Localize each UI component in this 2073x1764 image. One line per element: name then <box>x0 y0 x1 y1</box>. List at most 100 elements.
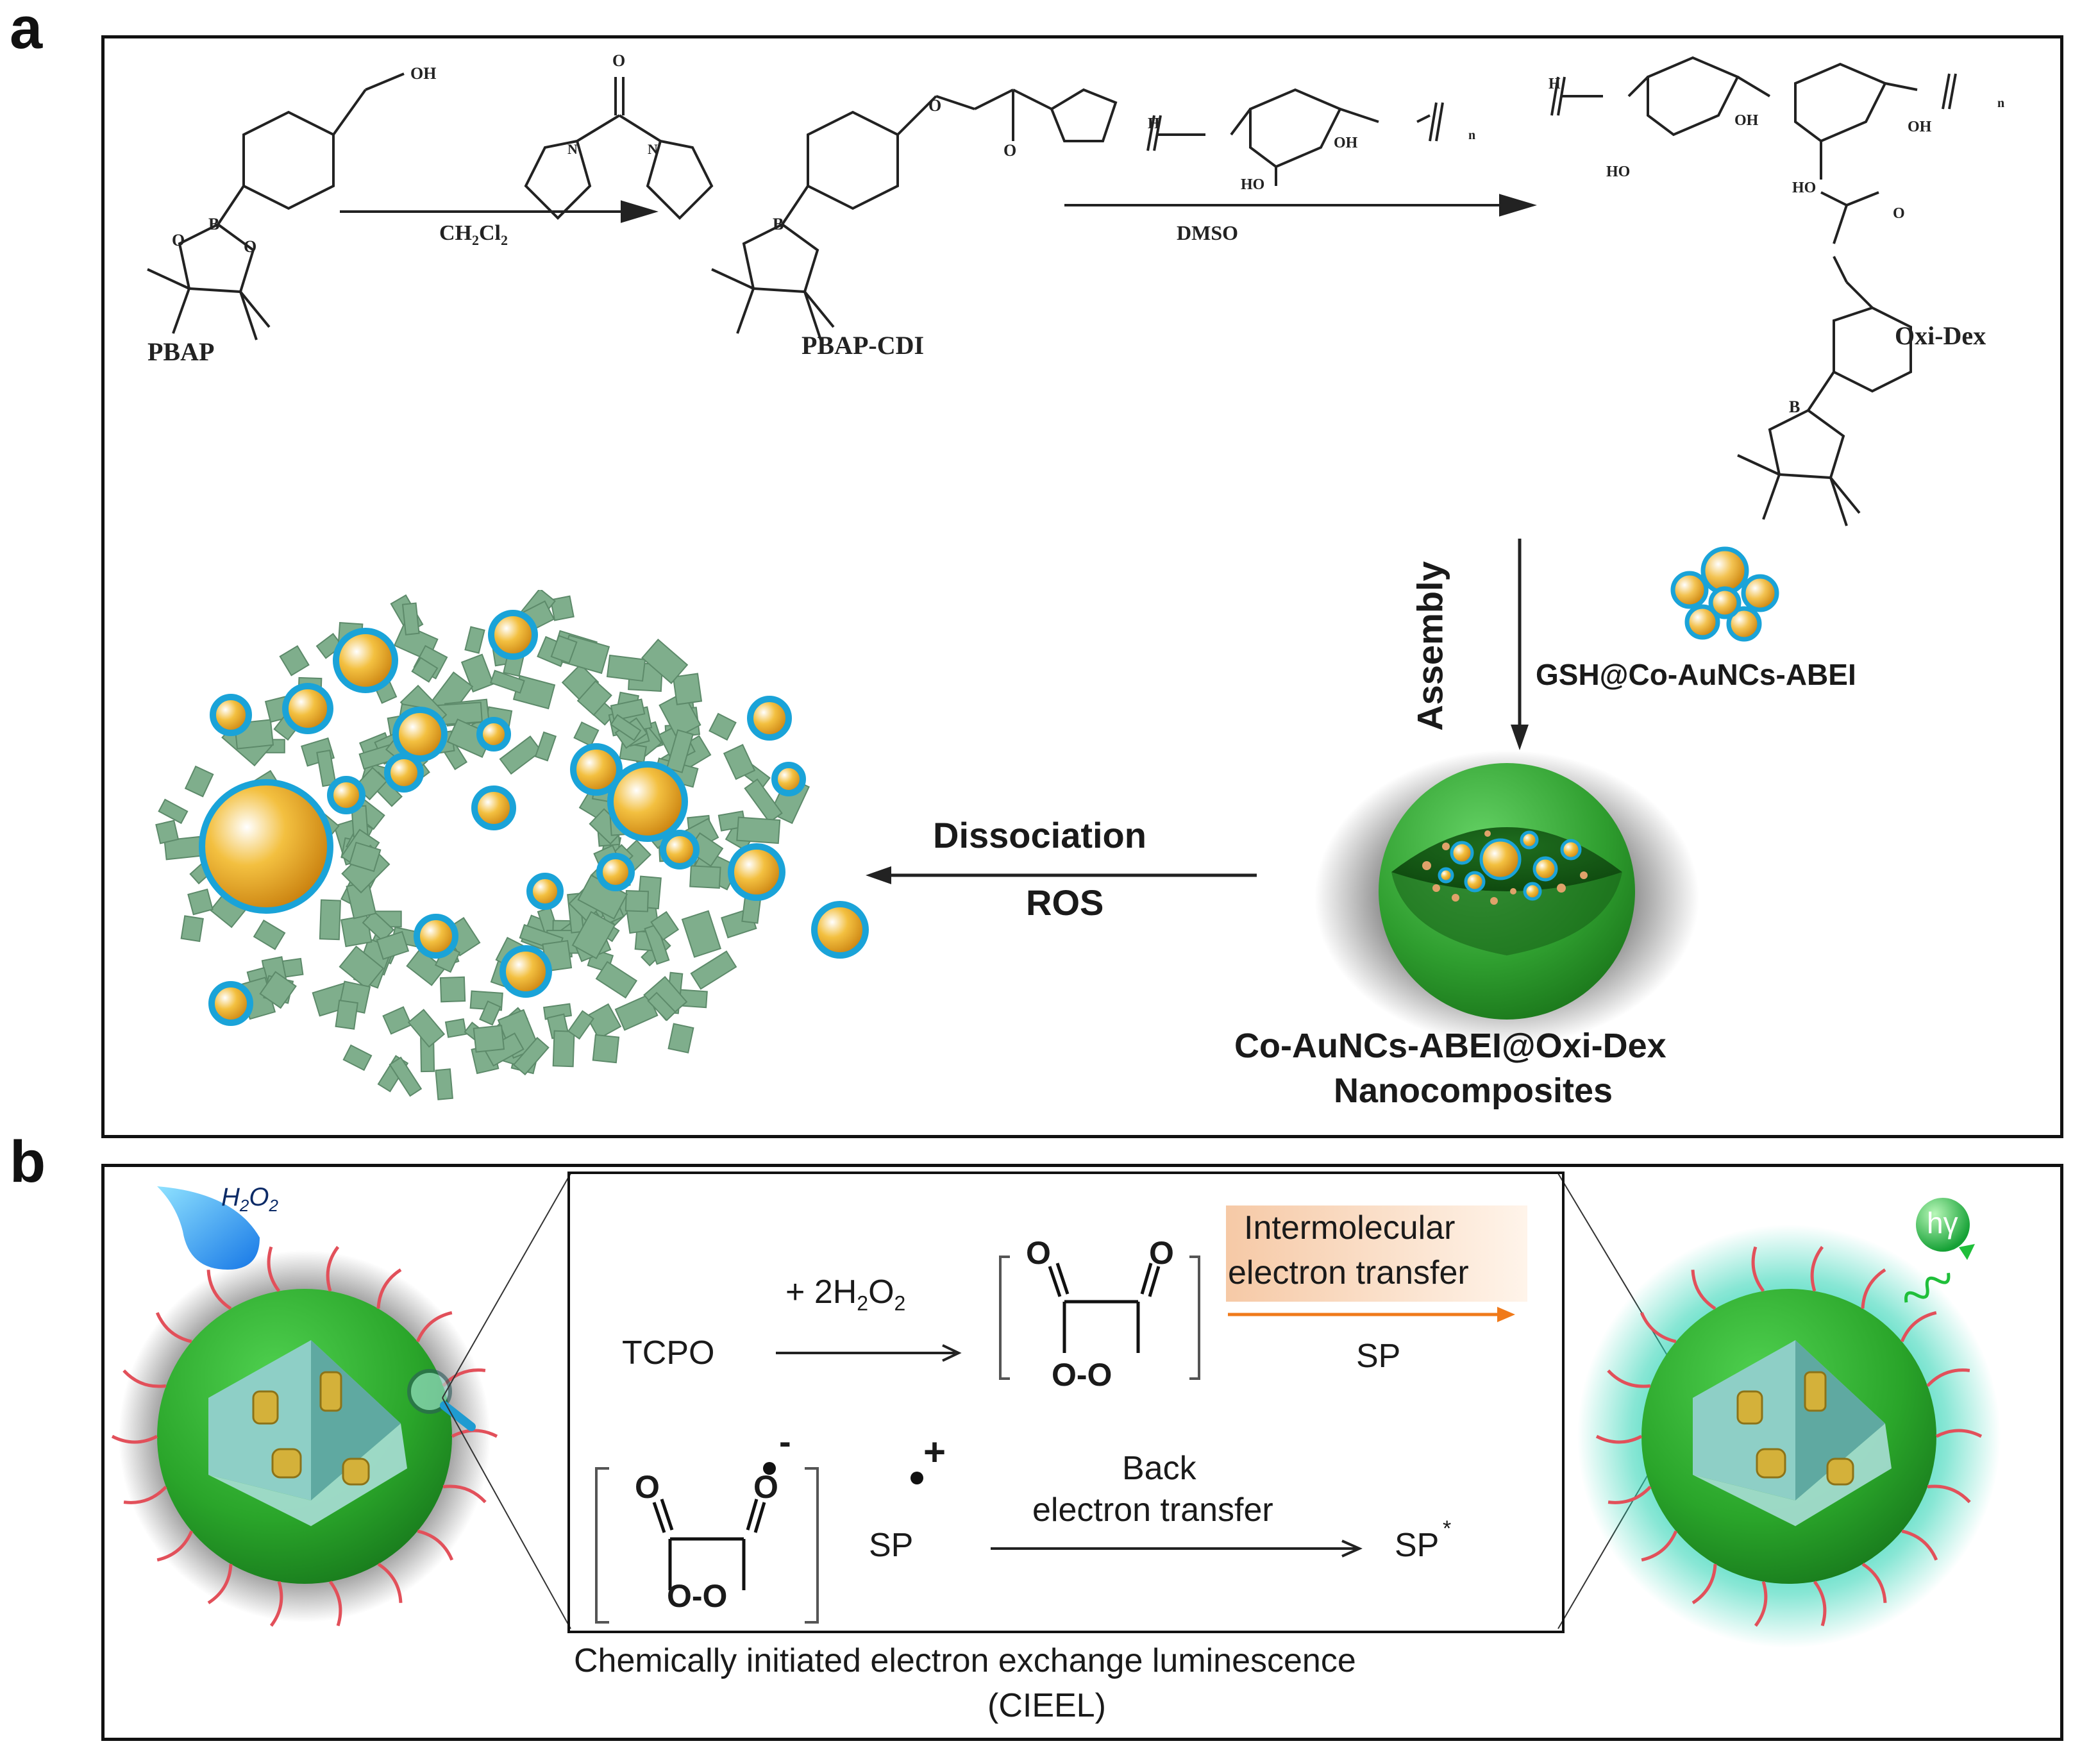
gold-nanoparticle <box>660 830 700 869</box>
atom-label-o-pbapcdi-1: O <box>928 96 942 115</box>
polymer-tail <box>451 1429 498 1438</box>
gsh-label: GSH@Co-AuNCs-ABEI <box>1536 658 1856 691</box>
polymer-tail <box>1607 1369 1651 1388</box>
polymer-tail <box>1901 1529 1938 1561</box>
polymer-tail <box>122 1369 167 1388</box>
dissociated-fragments <box>155 590 869 1100</box>
cieel-caption-line2: (CIEEL) <box>987 1687 1106 1724</box>
compound-pbap-cdi: PBAP-CDI <box>802 331 925 360</box>
fragment <box>512 1037 550 1076</box>
polymer-tail <box>1640 1312 1677 1343</box>
h2o2-label: H2O2 <box>221 1183 278 1215</box>
polymer-tail <box>123 1485 167 1504</box>
gold-nanoparticle <box>414 914 458 959</box>
sp-label-2: SP <box>869 1527 914 1564</box>
panel-a-letter: a <box>10 0 43 61</box>
gold-nanoparticle <box>392 707 448 762</box>
fragment <box>625 890 650 912</box>
dissociation-label: Dissociation <box>933 815 1146 855</box>
atom-label-oh-dex: OH <box>1334 135 1358 151</box>
fragment <box>253 919 286 950</box>
fragment <box>736 816 781 844</box>
synthesis-scheme <box>147 56 1957 526</box>
fragment <box>376 930 410 960</box>
assembly-label: Assembly <box>1409 561 1450 731</box>
dioxetanedione-1 <box>999 1256 1200 1380</box>
reagent-ch2cl2: CH2Cl2 <box>439 221 508 248</box>
o-o-label-2: O-O <box>667 1578 728 1614</box>
fragment <box>464 626 485 654</box>
gold-nanoparticle <box>570 743 623 796</box>
o-o-label-1: O-O <box>1052 1357 1112 1393</box>
intermolecular-line2: electron transfer <box>1228 1254 1469 1291</box>
fragment <box>184 765 214 798</box>
atom-label-ho-oxi-1: HO <box>1606 164 1631 180</box>
gold-nanoparticle <box>811 901 869 959</box>
atom-label-hoho-dex: HO <box>1241 176 1265 193</box>
fragment <box>595 961 638 999</box>
sp-radical-dot <box>911 1472 923 1484</box>
atom-label-h-oxi: H <box>1548 76 1561 92</box>
cieel-caption-line1: Chemically initiated electron exchange l… <box>574 1642 1356 1679</box>
atom-label-o-pbapcdi-2: O <box>1003 141 1017 160</box>
atom-label-o-pbap-1: O <box>172 231 185 249</box>
fragment <box>571 911 616 959</box>
fragment <box>534 731 557 762</box>
micelle-right <box>1577 1198 2001 1648</box>
sp-star-label: SP <box>1395 1527 1439 1564</box>
fragment <box>335 999 358 1030</box>
fragment <box>573 721 600 747</box>
gold-nanoparticle <box>333 628 398 693</box>
atom-label-o-oxi: O <box>1893 205 1905 222</box>
fragment <box>552 1030 575 1068</box>
dissociation-arrow <box>866 866 1257 884</box>
fragment <box>723 744 756 780</box>
fragment <box>489 669 525 694</box>
polymer-tail <box>1751 1246 1765 1293</box>
fragment <box>641 638 689 684</box>
fragment <box>650 911 680 941</box>
gold-nanoparticle <box>210 694 252 736</box>
fragment <box>259 971 297 1009</box>
gsh-cluster-icon <box>1670 546 1779 642</box>
ros-label: ROS <box>1026 882 1104 923</box>
polymer-tail <box>1595 1434 1643 1444</box>
atom-label-o-cdi: O <box>612 51 626 70</box>
fragment <box>279 645 310 676</box>
polymer-tail <box>1927 1484 1971 1504</box>
polymer-tail <box>1810 1246 1824 1292</box>
pbap-cdi-structure <box>711 88 1118 340</box>
polymer-tail <box>1935 1429 1983 1438</box>
compound-pbap: PBAP <box>147 337 215 366</box>
fragment <box>647 991 676 1021</box>
cdi-structure <box>524 77 714 220</box>
fragment <box>444 1018 467 1038</box>
polymer-tail <box>269 1581 283 1627</box>
fragment <box>659 691 701 739</box>
fragment <box>389 1056 423 1097</box>
fragment <box>689 865 721 889</box>
polymer-tail <box>207 1564 233 1604</box>
gold-nanoparticle <box>199 779 333 914</box>
atom-label-oh-oxi-1: OH <box>1734 112 1759 129</box>
fragment <box>155 819 180 844</box>
reaction-arrow-1 <box>776 1344 962 1362</box>
panel-a-frame <box>101 35 2063 1138</box>
dioxetanedione-radical <box>595 1462 819 1624</box>
polymer-tail <box>1641 1530 1678 1562</box>
gold-nanoparticle <box>327 776 365 814</box>
fragment <box>550 635 578 664</box>
fragment <box>666 729 694 773</box>
fragment <box>319 899 341 941</box>
polymer-tail <box>156 1530 194 1562</box>
fragment <box>610 714 642 741</box>
reagent-dmso: DMSO <box>1177 221 1238 244</box>
gold-nanoparticle <box>607 761 688 842</box>
gold-nanoparticle <box>526 873 564 910</box>
polymer-tail <box>1900 1311 1937 1343</box>
fragment <box>349 841 382 872</box>
plus-h2o2-label: + 2H2O2 <box>785 1273 906 1315</box>
plus-charge: + <box>923 1431 946 1474</box>
fragment <box>460 653 494 693</box>
fragment <box>610 698 646 721</box>
